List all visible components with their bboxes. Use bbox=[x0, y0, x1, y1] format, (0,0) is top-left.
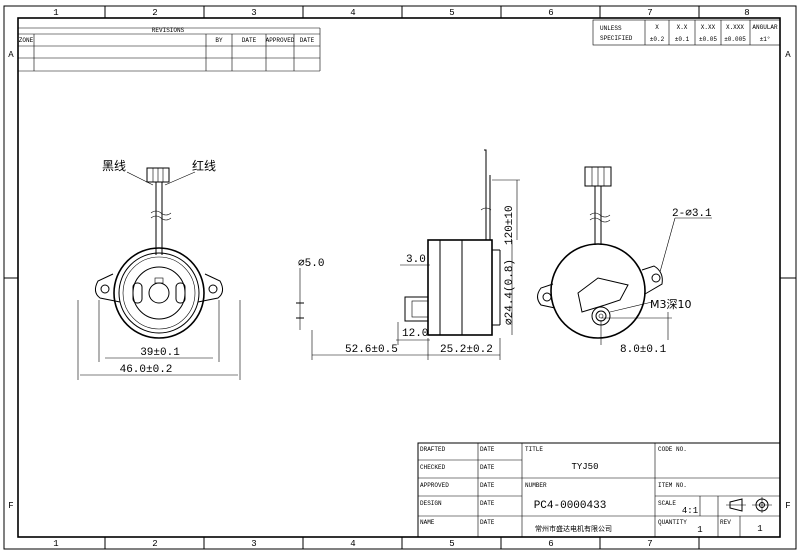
motor-outline bbox=[113, 247, 205, 339]
tb-number-value: PC4-0000433 bbox=[534, 500, 607, 512]
motor-back-outline bbox=[550, 243, 646, 339]
label-black-wire: 黑线 bbox=[102, 159, 126, 173]
col-label: 7 bbox=[647, 8, 652, 18]
col-label: 5 bbox=[449, 8, 454, 18]
row-labels: A A F F bbox=[8, 50, 791, 511]
tol-header: X.XXX bbox=[726, 24, 744, 31]
dim-39: 39±0.1 bbox=[140, 347, 180, 359]
dim-252: 25.2±0.2 bbox=[440, 344, 493, 356]
column-labels-bottom: 1 2 3 4 5 6 7 bbox=[53, 539, 652, 549]
tb-item-label: ITEM NO. bbox=[658, 482, 687, 489]
tb-drafted: DRAFTED bbox=[420, 446, 446, 453]
tb-date: DATE bbox=[480, 446, 495, 453]
tb-quantity-label: QUANTITY bbox=[658, 519, 687, 526]
tb-scale-label: SCALE bbox=[658, 500, 676, 507]
label-red-wire: 红线 bbox=[192, 158, 216, 173]
col-label: 4 bbox=[350, 8, 355, 18]
tolerance-label-line2: SPECIFIED bbox=[600, 35, 633, 42]
col-label: 6 bbox=[548, 8, 553, 18]
tb-quantity-value: 1 bbox=[697, 525, 702, 535]
row-label-f: F bbox=[785, 501, 790, 511]
col-label: 4 bbox=[350, 539, 355, 549]
column-labels-top: 1 2 3 4 5 6 7 8 bbox=[53, 8, 749, 18]
col-label: 1 bbox=[53, 539, 58, 549]
tol-header: X bbox=[655, 24, 659, 31]
row-label-f: F bbox=[8, 501, 13, 511]
revisions-table: REVISIONS ZONE BY DATE APPROVED DATE bbox=[18, 27, 321, 72]
tol-value: ±1° bbox=[760, 36, 771, 43]
leader-red-wire bbox=[164, 171, 196, 186]
dim-phi5: ⌀5.0 bbox=[298, 258, 324, 270]
rev-header-approved: APPROVED bbox=[266, 37, 295, 44]
revisions-title: REVISIONS bbox=[152, 27, 185, 34]
col-label: 3 bbox=[251, 8, 256, 18]
tb-title-value: TYJ50 bbox=[571, 462, 598, 472]
col-label: 6 bbox=[548, 539, 553, 549]
projection-symbol-icon bbox=[726, 497, 772, 513]
tb-title-label: TITLE bbox=[525, 446, 543, 453]
tol-value: ±0.2 bbox=[650, 36, 665, 43]
tol-value: ±0.005 bbox=[724, 36, 746, 43]
tb-design: DESIGN bbox=[420, 500, 442, 507]
tb-rev-value: 1 bbox=[757, 524, 762, 534]
tb-approved: APPROVED bbox=[420, 482, 449, 489]
tol-header: X.X bbox=[677, 24, 688, 31]
row-label-a: A bbox=[785, 50, 791, 60]
rev-header-by: BY bbox=[215, 37, 223, 44]
col-label: 5 bbox=[449, 539, 454, 549]
tb-name: NAME bbox=[420, 519, 435, 526]
dim-12: 12.0 bbox=[402, 328, 428, 340]
tol-header: X.XX bbox=[701, 24, 716, 31]
dim-m3: M3深10 bbox=[650, 298, 692, 311]
tb-rev-label: REV bbox=[720, 519, 731, 526]
rev-header-date-2: DATE bbox=[300, 37, 315, 44]
tol-header: ANGULAR bbox=[752, 24, 778, 31]
tb-code-label: CODE NO. bbox=[658, 446, 687, 453]
rev-header-date: DATE bbox=[242, 37, 257, 44]
tolerance-table: UNLESS SPECIFIED X X.X X.XX X.XXX ANGULA… bbox=[592, 19, 781, 46]
tb-checked: CHECKED bbox=[420, 464, 446, 471]
tolerance-label-line1: UNLESS bbox=[600, 25, 622, 32]
tol-value: ±0.05 bbox=[699, 36, 717, 43]
col-label: 7 bbox=[647, 539, 652, 549]
leader-black-wire bbox=[126, 171, 154, 186]
row-label-a: A bbox=[8, 50, 14, 60]
tb-scale-value: 4:1 bbox=[682, 506, 698, 516]
dim-8: 8.0±0.1 bbox=[620, 344, 667, 356]
dim-244: ⌀24.4(0.8) bbox=[504, 259, 516, 325]
dim-46: 46.0±0.2 bbox=[120, 364, 173, 376]
title-block: DRAFTED CHECKED APPROVED DESIGN NAME DAT… bbox=[417, 442, 781, 538]
tb-date: DATE bbox=[480, 500, 495, 507]
front-view: 黑线 红线 39±0.1 46.0±0.2 bbox=[77, 158, 241, 380]
dim-120: 120±10 bbox=[504, 205, 516, 245]
rev-header-zone: ZONE bbox=[19, 37, 34, 44]
col-label: 2 bbox=[152, 8, 157, 18]
tb-company: 常州市盛达电机有限公司 bbox=[535, 524, 612, 533]
dim-3: 3.0 bbox=[406, 254, 426, 266]
tol-value: ±0.1 bbox=[675, 36, 690, 43]
motor-body-side bbox=[427, 239, 493, 336]
dim-526: 52.6±0.5 bbox=[345, 344, 398, 356]
back-view: 2-⌀3.1 M3深10 8.0±0.1 bbox=[537, 166, 712, 356]
tb-date: DATE bbox=[480, 464, 495, 471]
tb-date: DATE bbox=[480, 519, 495, 526]
dim-holes: 2-⌀3.1 bbox=[672, 208, 712, 220]
sheet-frame bbox=[3, 5, 797, 550]
tb-date: DATE bbox=[480, 482, 495, 489]
col-label: 3 bbox=[251, 539, 256, 549]
tb-number-label: NUMBER bbox=[525, 482, 547, 489]
col-label: 8 bbox=[744, 8, 749, 18]
col-label: 2 bbox=[152, 539, 157, 549]
col-label: 1 bbox=[53, 8, 58, 18]
side-view: ⌀5.0 3.0 12.0 52.6±0.5 25.2±0.2 ⌀24.4(0.… bbox=[296, 149, 520, 360]
